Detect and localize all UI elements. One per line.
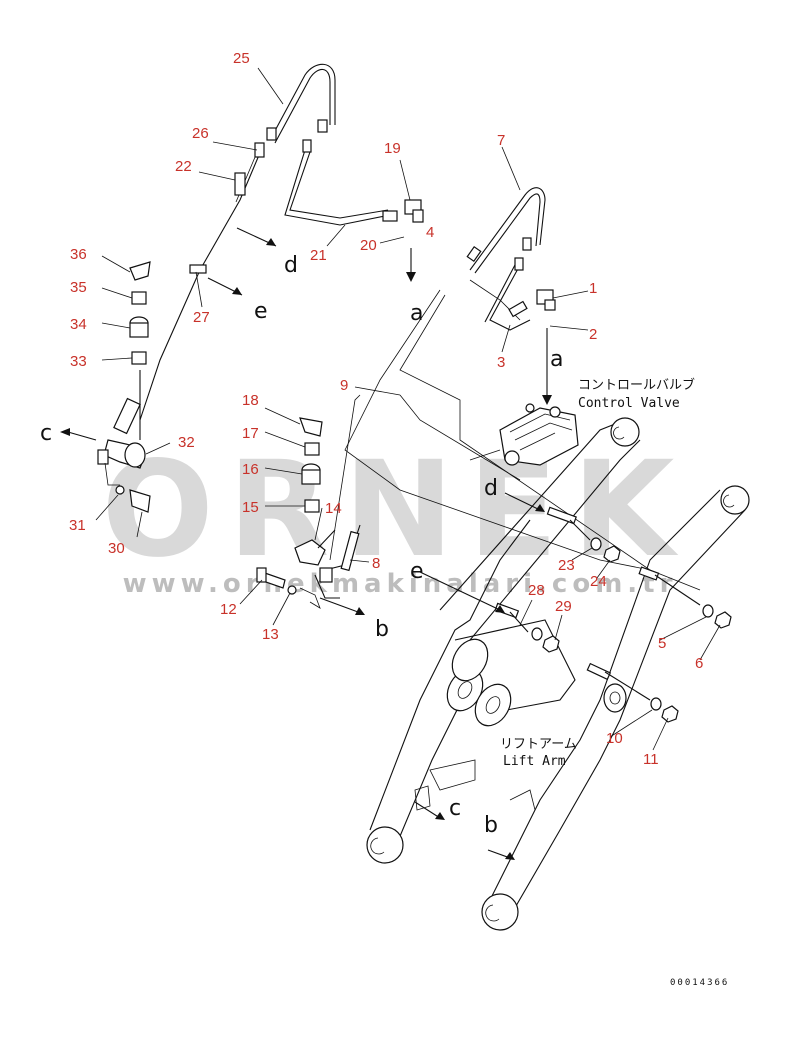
control-valve-label-en: Control Valve (578, 396, 680, 411)
connection-letter-d-1: d (284, 253, 298, 278)
callout-25: 25 (233, 50, 250, 67)
callout-26: 26 (192, 125, 209, 142)
connection-letter-a-2: a (550, 347, 563, 372)
component-labels: コントロールバルブ Control Valve リフトアーム Lift Arm (500, 377, 695, 769)
connection-letter-e-1: e (254, 299, 268, 324)
leader-lines (95, 67, 721, 751)
callout-7: 7 (497, 132, 505, 149)
callout-8: 8 (372, 555, 380, 572)
elbow-1 (536, 289, 556, 311)
part-callouts: 1 2 3 4 5 6 7 8 9 10 11 12 13 14 15 16 1… (69, 50, 703, 768)
lift-arm-frame (366, 417, 750, 931)
callout-35: 35 (70, 279, 87, 296)
callout-24: 24 (590, 573, 607, 590)
watermark-url: www.ornekmakinalari.com.tr (123, 569, 678, 599)
callout-22: 22 (175, 158, 192, 175)
callout-2: 2 (589, 326, 597, 343)
document-number: 00014366 (670, 978, 729, 988)
middle-parts-stack (256, 417, 361, 609)
cylinder-32 (97, 439, 146, 486)
callout-17: 17 (242, 425, 259, 442)
callout-32: 32 (178, 434, 195, 451)
callout-21: 21 (310, 247, 327, 264)
callout-4: 4 (426, 224, 434, 241)
callout-36: 36 (70, 246, 87, 263)
callout-6: 6 (695, 655, 703, 672)
watermark-brand: ORNEK (102, 433, 689, 587)
callout-34: 34 (70, 316, 87, 333)
hose-7 (466, 187, 546, 331)
connection-letter-b-2: b (484, 813, 498, 838)
callout-19: 19 (384, 140, 401, 157)
callout-23: 23 (558, 557, 575, 574)
callout-15: 15 (242, 499, 259, 516)
callout-18: 18 (242, 392, 259, 409)
connection-letter-d-2: d (484, 476, 498, 501)
callout-27: 27 (193, 309, 210, 326)
connection-letter-c-1: c (40, 421, 52, 446)
callout-28: 28 (528, 582, 545, 599)
callout-30: 30 (108, 540, 125, 557)
flow-arrows (60, 227, 552, 860)
callout-29: 29 (555, 598, 572, 615)
callout-16: 16 (242, 461, 259, 478)
callout-13: 13 (262, 626, 279, 643)
callout-14: 14 (325, 500, 342, 517)
lift-arm-label-en: Lift Arm (503, 754, 566, 769)
callout-33: 33 (70, 353, 87, 370)
control-valve-label-jp: コントロールバルブ (578, 377, 695, 393)
callout-3: 3 (497, 354, 505, 371)
control-valve (499, 403, 579, 466)
callout-9: 9 (340, 377, 348, 394)
connection-letter-c-2: c (449, 796, 461, 821)
connection-letter-a-1: a (410, 301, 423, 326)
callout-20: 20 (360, 237, 377, 254)
connection-letter-e-2: e (410, 559, 424, 584)
callout-12: 12 (220, 601, 237, 618)
left-line (113, 142, 265, 440)
hose-25-pipe-21 (266, 63, 398, 226)
elbow-19 (404, 199, 424, 223)
lift-arm-label-jp: リフトアーム (500, 737, 577, 752)
callout-1: 1 (589, 280, 597, 297)
callout-11: 11 (643, 751, 659, 768)
left-parts-stack (115, 261, 151, 513)
callout-31: 31 (69, 517, 86, 534)
callout-5: 5 (658, 635, 666, 652)
callout-10: 10 (606, 730, 623, 747)
connection-letters: a a b b c c d d e e (40, 253, 563, 838)
connection-letter-b-1: b (375, 617, 389, 642)
